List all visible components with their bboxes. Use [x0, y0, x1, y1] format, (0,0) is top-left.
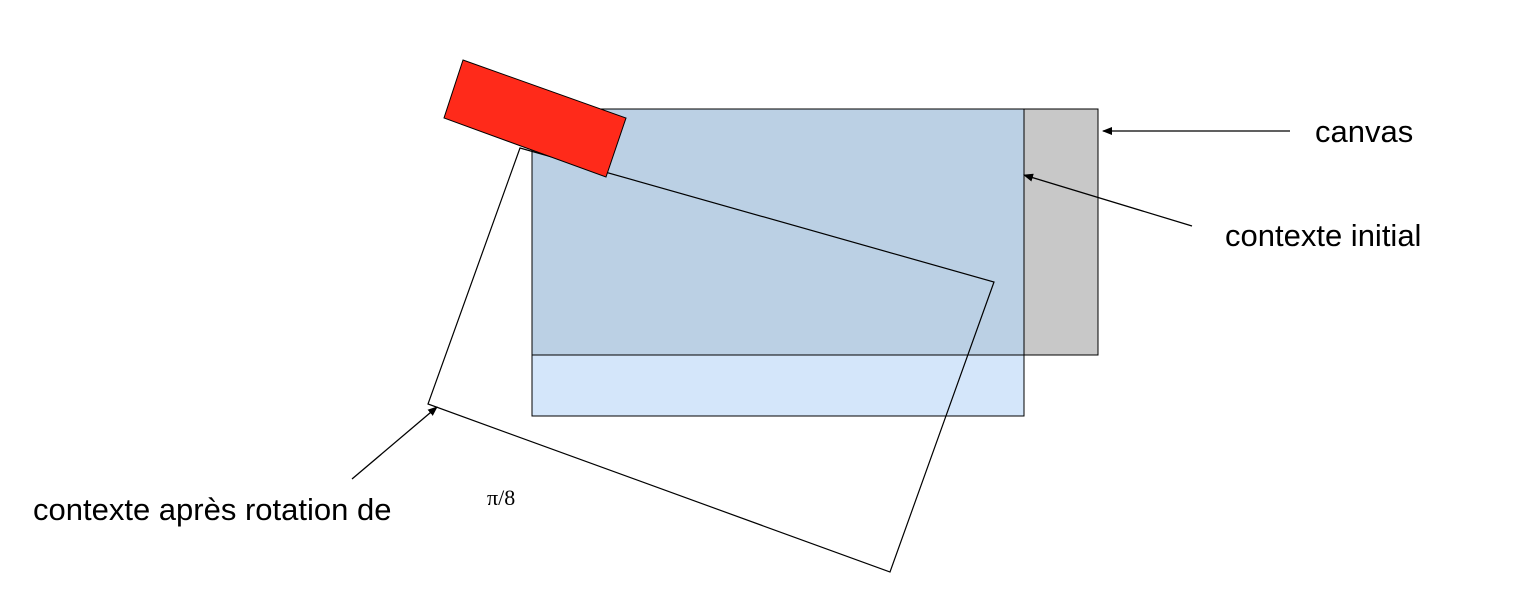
initial-context-label: contexte initial	[1225, 218, 1421, 253]
canvas-label: canvas	[1315, 114, 1413, 149]
initial-context-arrow	[1023, 173, 1193, 227]
rotated-context-arrow	[351, 406, 438, 480]
rotated-context-outline	[427, 147, 995, 573]
red-rectangle	[443, 59, 627, 178]
rotation-angle-label: π/8	[487, 485, 515, 510]
rotated-context-label: contexte après rotation de	[33, 492, 391, 527]
canvas-outline	[531, 108, 1099, 356]
